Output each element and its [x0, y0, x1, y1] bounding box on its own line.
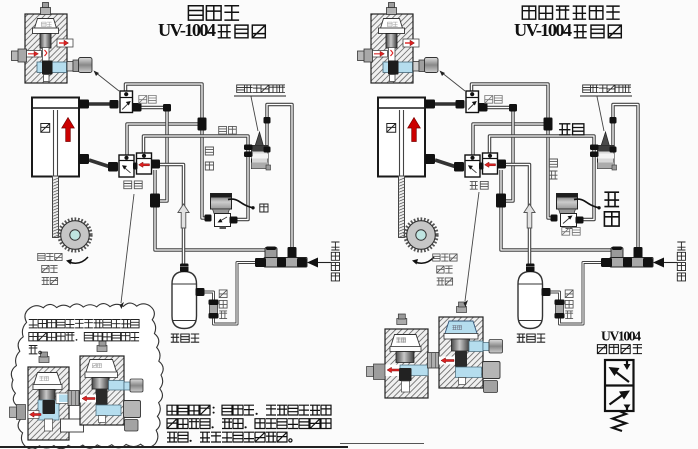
svg-text:UV1004: UV1004	[601, 328, 641, 343]
svg-text:UV-1004: UV-1004	[158, 20, 216, 40]
svg-text:UV-1004: UV-1004	[514, 20, 572, 40]
